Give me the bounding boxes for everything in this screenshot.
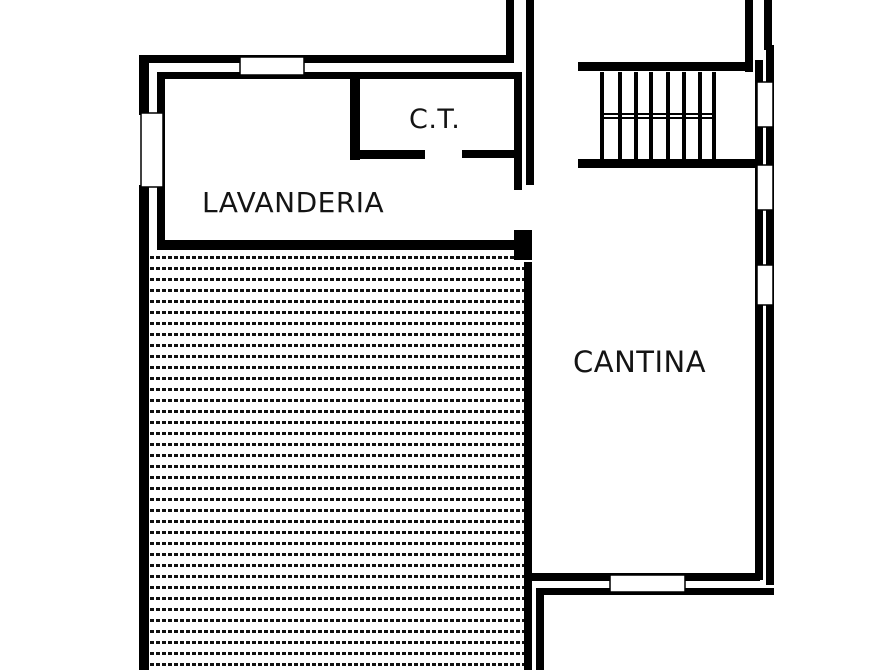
room-label-cantina: CANTINA xyxy=(573,345,707,379)
hatched-area xyxy=(148,254,528,670)
room-label-ct: C.T. xyxy=(409,104,461,135)
windows xyxy=(140,56,774,593)
stair-icon xyxy=(600,72,716,159)
room-label-lavanderia: LAVANDERIA xyxy=(202,186,385,219)
